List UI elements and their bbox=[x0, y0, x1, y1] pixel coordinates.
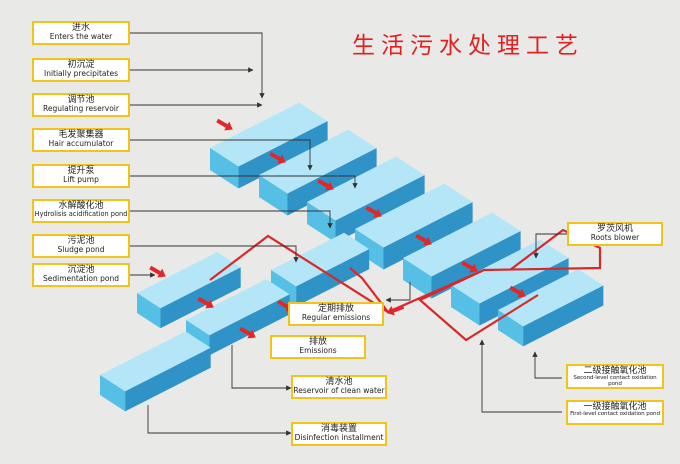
leader-line-6 bbox=[130, 245, 299, 263]
flow-arrow-3-shape bbox=[365, 205, 382, 218]
leader-line-9 bbox=[385, 282, 411, 303]
tank-clean-water bbox=[100, 331, 211, 412]
tank-hair-top bbox=[259, 129, 377, 194]
flow-arrow-10-shape bbox=[386, 305, 405, 316]
tank-clean-water-front bbox=[100, 375, 126, 412]
leader-line-10 bbox=[231, 345, 292, 391]
tank-sedimentation-front bbox=[137, 293, 161, 329]
tank-hydrolysis bbox=[355, 183, 473, 270]
flow-arrow-10 bbox=[386, 305, 405, 316]
tank-second-oxidation-top bbox=[403, 212, 521, 277]
tank-middle-side bbox=[209, 294, 290, 356]
pipe-lower-loop bbox=[418, 269, 539, 342]
leader-line-5 bbox=[130, 210, 333, 229]
flow-arrow-8-shape bbox=[197, 296, 214, 309]
tank-clean-water-side bbox=[125, 347, 211, 412]
flow-arrow-0-shape bbox=[216, 118, 233, 131]
tank-final bbox=[498, 269, 604, 347]
tank-hair bbox=[259, 129, 377, 216]
tank-group bbox=[100, 102, 604, 412]
flow-arrow-3 bbox=[365, 205, 382, 218]
flow-arrow-9 bbox=[239, 326, 256, 339]
tank-final-side bbox=[523, 285, 604, 347]
flow-arrow-2-shape bbox=[317, 178, 334, 191]
tank-final-front bbox=[498, 310, 524, 347]
leader-lines bbox=[130, 32, 567, 436]
flow-arrow-4 bbox=[415, 233, 432, 246]
pipe-branch bbox=[349, 267, 389, 313]
tank-second-oxidation-front bbox=[403, 258, 432, 299]
flow-arrow-5-shape bbox=[461, 260, 478, 273]
tank-middle-top bbox=[186, 279, 290, 336]
tank-first-oxidation-front bbox=[451, 285, 480, 326]
tank-sludge-top bbox=[271, 232, 370, 287]
tank-lift-top bbox=[307, 156, 425, 221]
tank-regulating-top bbox=[210, 102, 328, 167]
flow-arrow-7 bbox=[149, 265, 166, 278]
flow-arrow-2 bbox=[317, 178, 334, 191]
flow-arrow-7-shape bbox=[149, 265, 166, 278]
flow-arrow-6 bbox=[509, 285, 526, 298]
tank-lift-side bbox=[335, 175, 425, 243]
flow-arrow-6-shape bbox=[509, 285, 526, 298]
tank-second-oxidation-side bbox=[431, 231, 521, 299]
tank-hydrolysis-front bbox=[355, 229, 384, 270]
tank-clean-water-top bbox=[100, 331, 211, 392]
flow-arrow-1-shape bbox=[269, 151, 286, 164]
flow-arrow-9-shape bbox=[239, 326, 256, 339]
flow-arrow-0 bbox=[216, 118, 233, 131]
tank-regulating-side bbox=[238, 121, 328, 189]
leader-line-13 bbox=[147, 405, 292, 436]
tank-lift-front bbox=[307, 202, 336, 243]
tank-sedimentation-top bbox=[137, 252, 241, 309]
leader-line-8 bbox=[533, 233, 567, 259]
tank-second-oxidation bbox=[403, 212, 521, 299]
tank-hair-side bbox=[287, 148, 377, 216]
tank-hydrolysis-top bbox=[355, 183, 473, 248]
diagram-title: 生活污水处理工艺 bbox=[352, 33, 584, 59]
flow-arrow-8 bbox=[197, 296, 214, 309]
tank-first-oxidation-top bbox=[451, 239, 569, 304]
tank-final-top bbox=[498, 269, 604, 327]
flow-arrow-1 bbox=[269, 151, 286, 164]
leader-line-12 bbox=[479, 339, 562, 413]
leader-line-11 bbox=[532, 351, 562, 379]
leader-line-4 bbox=[130, 175, 358, 189]
flow-arrows bbox=[149, 118, 526, 339]
flow-arrow-4-shape bbox=[415, 233, 432, 246]
tank-hydrolysis-side bbox=[383, 202, 473, 270]
tank-hair-front bbox=[259, 175, 288, 216]
tank-lift bbox=[307, 156, 425, 243]
leader-line-3 bbox=[130, 139, 313, 171]
tank-regulating bbox=[210, 102, 328, 189]
tank-sludge-front bbox=[271, 270, 297, 307]
leader-line-0 bbox=[130, 32, 265, 99]
tank-regulating-front bbox=[210, 148, 239, 189]
flow-arrow-5 bbox=[461, 260, 478, 273]
